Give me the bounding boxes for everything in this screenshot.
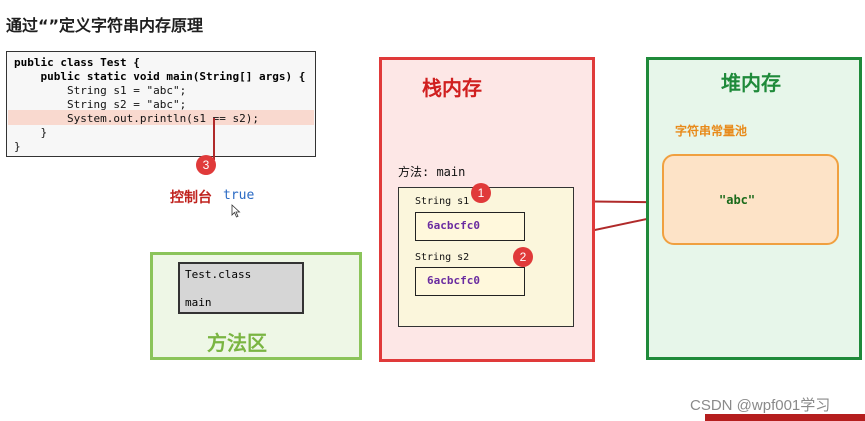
console-label: 控制台 — [170, 190, 212, 206]
var-s2-address: 6acbcfc0 — [415, 267, 525, 296]
step-badge-1: 1 — [471, 183, 491, 203]
class-name: Test.class — [185, 268, 252, 281]
main-stack-frame: String s1 6acbcfc0 String s2 6acbcfc0 — [398, 187, 574, 327]
mouse-cursor-icon — [231, 204, 241, 218]
code-line-7: } — [14, 140, 21, 153]
highlighted-line — [8, 110, 314, 125]
code-line-2: public static void main(String[] args) { — [14, 70, 306, 83]
heap-title: 堆内存 — [721, 71, 781, 95]
console-output: true — [223, 188, 255, 203]
code-line-1: public class Test { — [14, 56, 140, 69]
var-s1-address: 6acbcfc0 — [415, 212, 525, 241]
class-method: main — [185, 296, 212, 309]
page-title: 通过“”定义字符串内存原理 — [6, 16, 204, 35]
var-s1-label: String s1 — [415, 196, 470, 207]
class-box: Test.class main — [178, 262, 304, 314]
pooled-string-value: "abc" — [719, 193, 756, 207]
code-line-4: String s2 = "abc"; — [14, 98, 187, 111]
step-badge-2: 2 — [513, 247, 533, 267]
code-line-3: String s1 = "abc"; — [14, 84, 187, 97]
stack-title: 栈内存 — [422, 76, 482, 100]
step-badge-3: 3 — [196, 155, 216, 175]
footer-bar — [705, 414, 865, 421]
string-constant-pool — [662, 154, 839, 245]
code-block: public class Test { public static void m… — [6, 51, 316, 157]
code-line-6: } — [14, 126, 48, 139]
method-area-label: 方法区 — [207, 331, 267, 355]
watermark: CSDN @wpf001学习 — [690, 397, 831, 414]
code-line-5: System.out.println(s1 == s2); — [14, 112, 260, 125]
stack-frame-label: 方法: main — [398, 165, 466, 179]
var-s2-label: String s2 — [415, 252, 470, 263]
string-pool-label: 字符串常量池 — [675, 124, 748, 138]
